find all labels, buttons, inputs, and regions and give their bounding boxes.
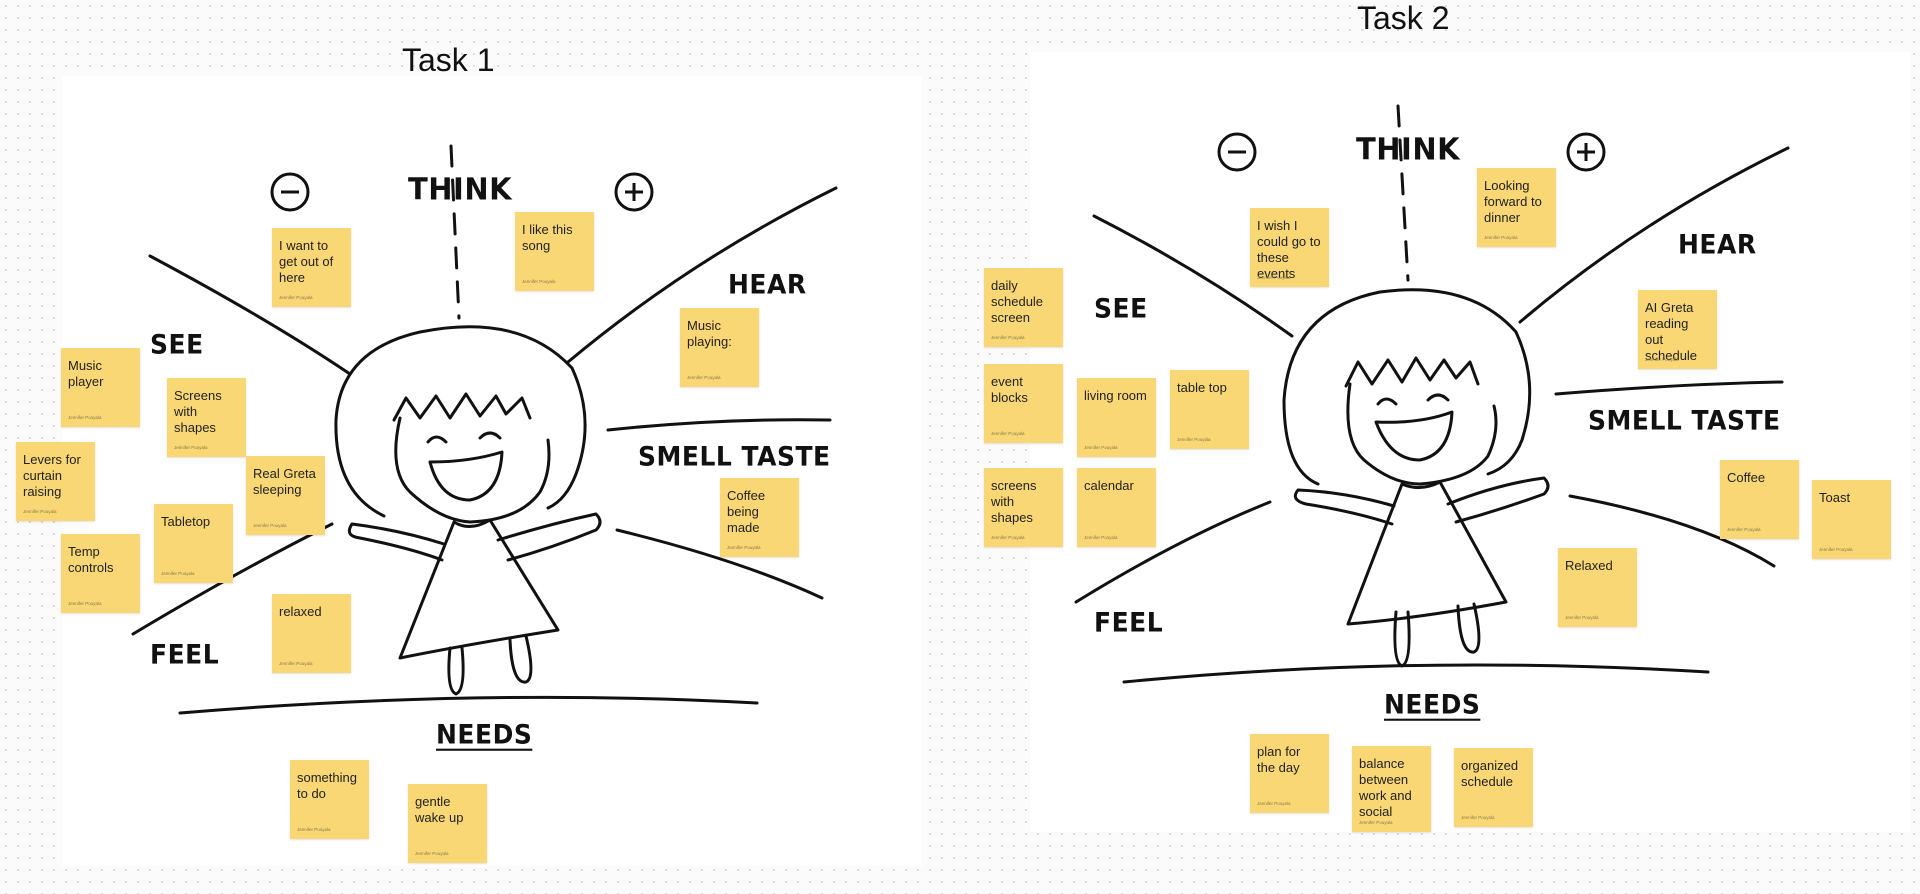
task2-label-hear: HEAR — [1678, 229, 1757, 260]
sticky-author: Jennifer Pouyala — [1084, 445, 1118, 450]
sticky-author: Jennifer Pouyala — [174, 445, 208, 450]
sticky-author: Jennifer Pouyala — [1819, 547, 1853, 552]
sticky-author: Jennifer Pouyala — [991, 431, 1025, 436]
sticky-text: organized schedule — [1461, 758, 1519, 789]
task1-label-needs: NEEDS — [436, 719, 533, 750]
sticky-author: Jennifer Pouyala — [161, 571, 195, 576]
sticky-text: I want to get out of here — [279, 238, 334, 285]
sticky-text: gentle wake up — [415, 794, 464, 825]
sticky-author: Jennifer Pouyala — [1565, 615, 1599, 620]
sticky-author: Jennifer Pouyala — [68, 415, 102, 420]
sticky-text: Real Greta sleeping — [253, 466, 316, 497]
sticky-author: Jennifer Pouyala — [687, 375, 721, 380]
sticky-text: Toast — [1819, 490, 1851, 505]
sticky-text: daily schedule screen — [991, 278, 1044, 325]
sticky-text: living room — [1084, 388, 1147, 403]
sticky-text: calendar — [1084, 478, 1134, 493]
sticky-text: balance between work and social — [1359, 756, 1412, 819]
sticky-author: Jennifer Pouyala — [1257, 801, 1291, 806]
sticky-text: something to do — [297, 770, 357, 801]
sticky-text: Coffee — [1727, 470, 1766, 485]
sticky-author: Jennifer Pouyala — [68, 601, 102, 606]
task2-label-smell-taste: SMELL TASTE — [1588, 405, 1781, 436]
sticky-author: Jennifer Pouyala — [415, 851, 449, 856]
sticky-author: Jennifer Pouyala — [253, 523, 287, 528]
sticky-author: Jennifer Pouyala — [1359, 820, 1393, 825]
task1-label-think: THINK — [408, 171, 513, 207]
task1-label-hear: HEAR — [728, 269, 807, 300]
sticky-author: Jennifer Pouyala — [279, 661, 313, 666]
sticky-text: Coffee being made — [727, 488, 766, 535]
sticky-author: Jennifer Pouyala — [279, 295, 313, 300]
sticky-text: Screens with shapes — [174, 388, 222, 435]
sticky-text: Tabletop — [161, 514, 211, 529]
task2-title: Task 2 — [1357, 0, 1450, 36]
sticky-text: Temp controls — [68, 544, 114, 575]
sticky-text: Relaxed — [1565, 558, 1613, 573]
sticky-author: Jennifer Pouyala — [991, 335, 1025, 340]
sticky-author: Jennifer Pouyala — [522, 279, 556, 284]
sticky-note[interactable]: gentle wake up Jennifer Pouyala — [408, 784, 487, 863]
sticky-author: Jennifer Pouyala — [1084, 535, 1118, 540]
sticky-author: Jennifer Pouyala — [1177, 437, 1211, 442]
sticky-text: I like this song — [522, 222, 573, 253]
sticky-author: Jennifer Pouyala — [1727, 527, 1761, 532]
sticky-author: Jennifer Pouyala — [1461, 815, 1495, 820]
task2-label-needs: NEEDS — [1384, 689, 1481, 720]
sticky-text: AI Greta reading out schedule — [1645, 300, 1698, 363]
sticky-text: Levers for curtain raising — [23, 452, 81, 499]
sticky-text: I wish I could go to these events — [1257, 218, 1321, 281]
sticky-text: screens with shapes — [991, 478, 1037, 525]
task1-label-see: SEE — [150, 329, 204, 360]
sticky-author: Jennifer Pouyala — [23, 509, 57, 514]
sticky-author: Jennifer Pouyala — [1645, 357, 1679, 362]
task1-label-feel: FEEL — [150, 639, 220, 670]
sticky-author: Jennifer Pouyala — [1257, 275, 1291, 280]
sticky-author: Jennifer Pouyala — [727, 545, 761, 550]
task1-label-smell-taste: SMELL TASTE — [638, 441, 831, 472]
sticky-text: event blocks — [991, 374, 1028, 405]
sticky-text: Looking forward to dinner — [1484, 178, 1542, 225]
sticky-text: table top — [1177, 380, 1227, 395]
task2-label-feel: FEEL — [1094, 607, 1164, 638]
sticky-author: Jennifer Pouyala — [1484, 235, 1518, 240]
sticky-text: plan for the day — [1257, 744, 1301, 775]
sticky-text: relaxed — [279, 604, 322, 619]
sticky-note[interactable]: Music playing: Jennifer Pouyala — [680, 308, 759, 387]
sticky-text: Music player — [68, 358, 104, 389]
sticky-author: Jennifer Pouyala — [991, 535, 1025, 540]
sticky-author: Jennifer Pouyala — [297, 827, 331, 832]
sticky-text: Music playing: — [687, 318, 732, 349]
task2-label-see: SEE — [1094, 293, 1148, 324]
task1-title: Task 1 — [402, 42, 495, 78]
sticky-note[interactable]: something to do Jennifer Pouyala — [290, 760, 369, 839]
task2-label-think: THINK — [1356, 131, 1461, 167]
